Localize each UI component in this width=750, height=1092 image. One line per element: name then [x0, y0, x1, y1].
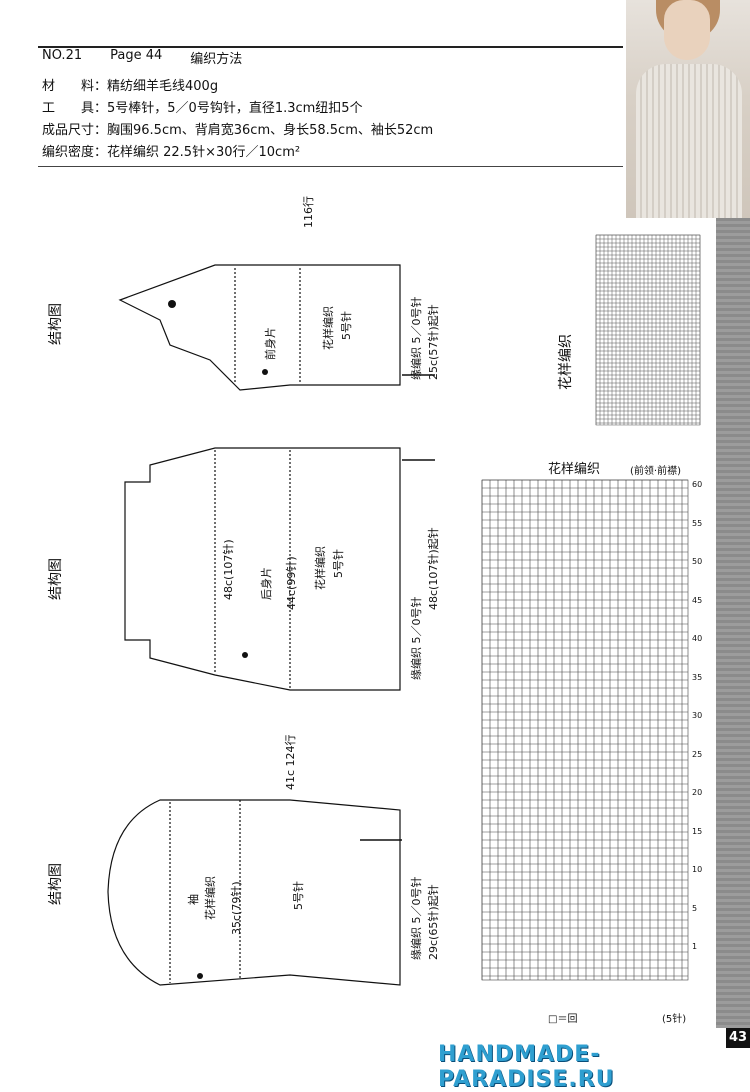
large-chart-title: 花样编织 [548, 462, 601, 477]
row-number: 55 [692, 518, 703, 528]
method-title: 编织方法 [190, 52, 243, 67]
row-number: 50 [692, 557, 703, 566]
button-marker [168, 300, 176, 308]
face [664, 0, 710, 60]
back-width2-label: 48c(107针) [222, 539, 235, 600]
row-number: 1 [692, 942, 698, 951]
front-needle-label: 5号针 [340, 311, 353, 340]
row-number: 15 [692, 826, 703, 836]
chart-stitches: (5针) [662, 1014, 687, 1025]
header-line: NO.21 Page 44 编织方法 [42, 48, 242, 67]
watermark: HANDMADE-PARADISE.RU [438, 1042, 615, 1092]
back-width-label: 44c(99针) [285, 556, 298, 610]
header-rule [38, 46, 623, 48]
button-marker [242, 652, 248, 658]
sleeve-title: 结构图 [48, 863, 64, 905]
row-number: 20 [692, 788, 703, 797]
button-marker [262, 369, 268, 375]
pattern-number: NO.21 [42, 48, 83, 63]
sleeve-width-label: 35c(79针) [230, 881, 243, 935]
back-edge-label: 缘编织 5／0号针 [410, 596, 423, 681]
sleeve-needle-label: 5号针 [292, 881, 305, 910]
direction-arrows [360, 374, 435, 841]
page-number: 43 [726, 1028, 750, 1048]
front-cast-on: 25c(57针)起针 [427, 304, 440, 380]
front-pattern-label: 花样编织 [322, 306, 335, 350]
material-line: 材 料：精纺细羊毛线400g [42, 79, 219, 94]
row-number: 35 [692, 672, 703, 682]
button-marker [197, 973, 203, 979]
page-side-bar [716, 218, 750, 1028]
row-number: 10 [692, 865, 703, 874]
small-chart-title: 花样编织 [558, 334, 574, 390]
sleeve-pattern-label: 花样编织 [204, 876, 217, 920]
sleeve-outline [107, 799, 401, 986]
gauge-line: 编织密度：花样编织 22.5针×30行／10cm² [42, 145, 301, 160]
front-title: 结构图 [48, 303, 64, 345]
front-piece-label: 前身片 [264, 327, 277, 360]
row-number: 30 [692, 711, 703, 720]
sleeve-edge-label: 缘编织 5／0号针 [410, 876, 423, 961]
header-bottom-rule [38, 166, 623, 167]
large-pattern-chart [481, 479, 689, 981]
large-chart-subtitle: (前领·前襟) [630, 466, 681, 477]
front-edge-label: 缘编织 5／0号针 [410, 296, 423, 381]
back-piece-outline [124, 447, 401, 691]
page-reference: Page 44 [110, 48, 163, 63]
model-photo [626, 0, 750, 218]
row-number: 40 [692, 634, 703, 643]
back-pattern-label: 花样编织 [314, 546, 327, 590]
back-cast-on: 48c(107针)起针 [427, 527, 440, 610]
small-pattern-chart [595, 234, 701, 426]
row-number: 25 [692, 749, 703, 759]
row-number: 45 [692, 595, 703, 605]
materials-block: 材 料：精纺细羊毛线400g 工 具：5号棒针，5／0号钩针，直径1.3cm纽扣… [42, 76, 433, 164]
back-piece-label: 后身片 [260, 567, 273, 600]
sleeve-cast-on: 29c(65针)起针 [427, 884, 440, 960]
sleeve-length-label: 41c 124行 [284, 734, 297, 790]
chart-note: □＝回 [548, 1014, 578, 1025]
sleeve-piece-label: 袖 [187, 894, 200, 905]
tools-line: 工 具：5号棒针，5／0号钩针，直径1.3cm纽扣5个 [42, 101, 363, 116]
row-number: 60 [692, 480, 703, 489]
back-needle-label: 5号针 [332, 549, 345, 578]
front-piece-outline [118, 264, 401, 391]
size-line: 成品尺寸：胸围96.5cm、背肩宽36cm、身长58.5cm、袖长52cm [42, 123, 434, 138]
row-number: 5 [692, 903, 698, 913]
front-row-count: 116行 [302, 196, 315, 228]
cardigan [636, 64, 742, 218]
back-title: 结构图 [48, 558, 64, 600]
